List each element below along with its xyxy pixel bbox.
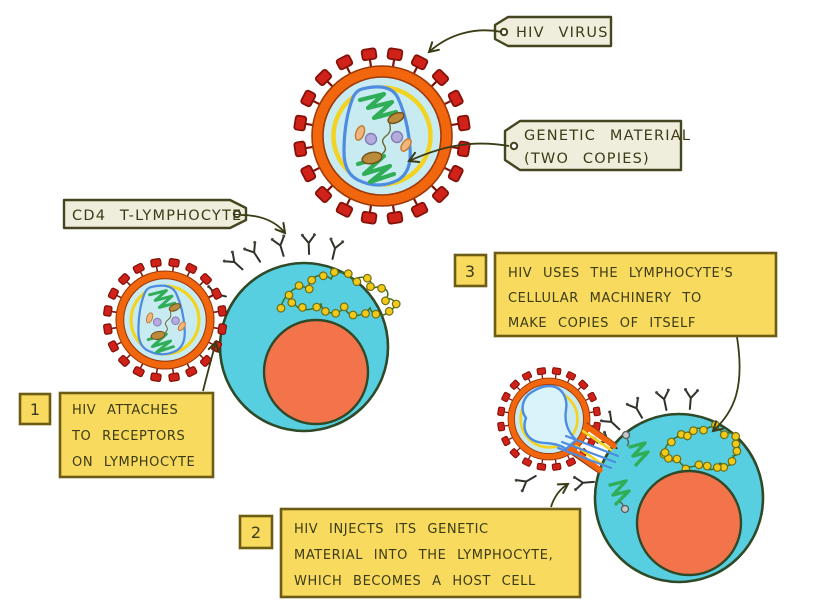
vesicle-cluster-1 xyxy=(276,267,401,320)
vesicle-bead xyxy=(731,431,741,441)
arrow-step2-to-tube xyxy=(550,482,570,508)
step-text-box xyxy=(58,391,215,479)
cd4-receptor xyxy=(513,468,541,494)
cd4-receptor xyxy=(324,236,346,262)
hiv-virus-top xyxy=(294,48,470,224)
vesicle-bead xyxy=(731,439,741,449)
cd4-receptor xyxy=(241,239,268,267)
cell-nucleus xyxy=(262,318,370,426)
hiv-virus-injecting xyxy=(498,368,620,474)
tag-hole xyxy=(232,209,242,219)
vesicle-bead xyxy=(339,302,349,312)
vesicle-bead xyxy=(304,284,314,294)
vesicle-bead xyxy=(699,425,708,435)
tag-hole xyxy=(509,141,519,151)
vesicle-bead xyxy=(719,430,729,440)
vesicle-bead xyxy=(352,277,362,287)
step-2-box: 2 HIV INJECTS ITS GENETIC MATERIAL INTO … xyxy=(238,507,582,599)
vesicle-bead xyxy=(727,456,737,466)
step-2-line2: MATERIAL INTO THE LYMPHOCYTE, xyxy=(294,548,553,563)
cd4-receptor xyxy=(598,408,626,436)
step-3-line2: CELLULAR MACHINERY TO xyxy=(508,291,702,306)
step-3-box: 3 HIV USES THE LYMPHOCYTE'S CELLULAR MAC… xyxy=(453,251,778,338)
tag-hiv-virus: HIV VIRUS xyxy=(493,15,613,48)
injection-tube xyxy=(556,422,620,474)
cd4-receptor xyxy=(571,473,596,493)
vesicle-bead xyxy=(348,310,358,320)
vesicle-bead xyxy=(381,296,390,306)
vesicle-bead xyxy=(689,426,698,436)
cell-nucleus xyxy=(635,469,743,577)
cd4-receptor xyxy=(624,395,650,423)
vesicle-bead xyxy=(712,463,722,472)
vesicle-bead xyxy=(732,446,742,456)
vesicle-bead xyxy=(694,460,704,470)
vesicle-bead xyxy=(312,302,322,312)
vesicle-bead xyxy=(307,275,317,285)
genetic-material-label-line1: GENETIC MATERIAL xyxy=(524,128,691,144)
arrow-genetic-tag-to-capsid xyxy=(407,142,510,164)
vesicle-bead xyxy=(371,309,381,319)
vesicle-cluster-2 xyxy=(659,420,742,474)
arrow-step1-to-contact xyxy=(202,340,220,392)
tag-genetic-material: GENETIC MATERIAL (TWO COPIES) xyxy=(503,119,691,172)
cd4-receptor xyxy=(299,232,318,256)
vesicle-bead xyxy=(294,281,304,291)
vesicle-bead xyxy=(284,290,294,300)
step-number-box xyxy=(18,392,52,426)
step-1-line3: ON LYMPHOCYTE xyxy=(72,455,195,470)
cd4-receptor xyxy=(221,249,249,276)
step-number-box xyxy=(453,253,488,288)
vesicle-bead xyxy=(318,271,328,281)
vesicle-bead xyxy=(343,269,353,279)
vesicle-bead xyxy=(361,309,370,318)
genetic-material-label-line2: (TWO COPIES) xyxy=(524,151,650,167)
vesicle-bead xyxy=(660,448,670,457)
vesicle-bead xyxy=(667,437,676,447)
vesicle-bead xyxy=(287,298,297,308)
step-text-box xyxy=(279,507,582,599)
vesicle-bead xyxy=(329,267,339,277)
step-3-line1: HIV USES THE LYMPHOCYTE'S xyxy=(508,266,733,281)
hiv-virus-label: HIV VIRUS xyxy=(516,25,609,41)
vesicle-bead xyxy=(321,307,330,316)
vesicle-bead xyxy=(391,299,401,309)
step-number-box xyxy=(238,514,274,550)
vesicle-bead xyxy=(276,303,286,313)
vesicle-bead xyxy=(377,283,387,293)
step-2-number: 2 xyxy=(251,523,261,542)
injected-genetic-material xyxy=(608,430,650,514)
step-1-number: 1 xyxy=(30,400,40,419)
hiv-virus-attaching xyxy=(103,258,226,381)
arrow-cd4-tag-to-cell xyxy=(240,214,287,235)
vesicle-bead xyxy=(298,303,307,312)
emptying-capsid-sac xyxy=(521,384,578,451)
vesicle-bead xyxy=(702,461,712,471)
cd4-receptor xyxy=(269,233,292,260)
step-1-line1: HIV ATTACHES xyxy=(72,403,178,418)
step-text-box xyxy=(493,251,778,338)
lymphocyte-cell-2 xyxy=(513,386,765,584)
step-2-line3: WHICH BECOMES A HOST CELL xyxy=(294,574,536,589)
cd4-receptor xyxy=(681,386,701,411)
vesicle-bead xyxy=(384,306,394,316)
cd4-receptor xyxy=(653,387,675,413)
step-1-line2: TO RECEPTORS xyxy=(71,429,185,444)
vesicle-bead xyxy=(683,431,692,441)
arrow-hiv-tag-to-virus xyxy=(427,29,503,54)
vesicle-bead xyxy=(366,282,375,292)
arrow-step3-to-vesicles xyxy=(711,336,741,433)
vesicle-bead xyxy=(331,308,341,318)
cd4-lymphocyte-label: CD4 T-LYMPHOCYTE xyxy=(72,208,242,224)
lymphocyte-cell-1 xyxy=(203,232,401,433)
step-3-number: 3 xyxy=(465,262,475,281)
step-1-box: 1 HIV ATTACHES TO RECEPTORS ON LYMPHOCYT… xyxy=(18,391,215,479)
vesicle-bead xyxy=(672,454,682,464)
tag-cd4-lymphocyte: CD4 T-LYMPHOCYTE xyxy=(62,198,248,230)
vesicle-bead xyxy=(362,273,372,283)
step-3-line3: MAKE COPIES OF ITSELF xyxy=(508,316,696,331)
step-2-line1: HIV INJECTS ITS GENETIC xyxy=(294,522,489,537)
